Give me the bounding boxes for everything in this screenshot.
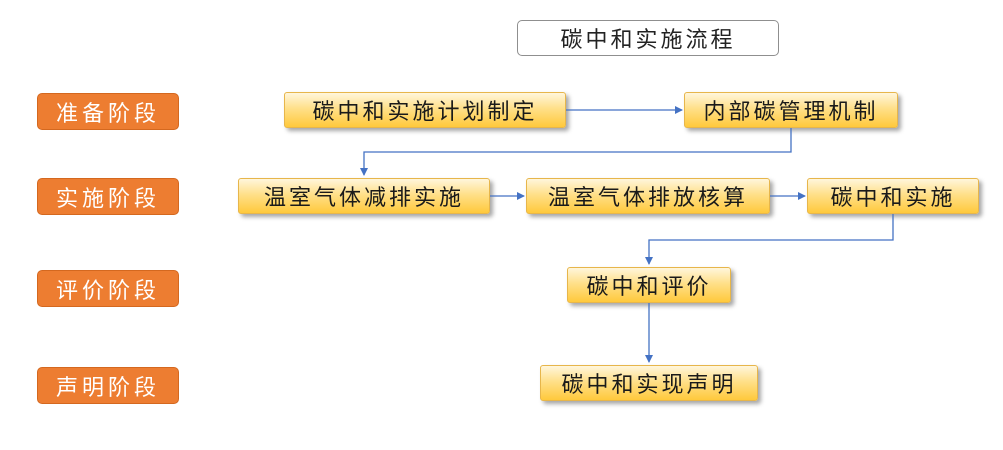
edge-internal-mechanism-to-ghg-reduction [360,128,792,176]
diagram-title: 碳中和实施流程 [517,20,779,56]
stage-label-declaration: 声明阶段 [37,367,179,404]
edge-neutral-implementation-to-evaluation [645,214,894,265]
node-declaration: 碳中和实现声明 [540,365,758,401]
node-neutral-implementation: 碳中和实施 [807,178,979,214]
stage-label-implementation: 实施阶段 [37,178,179,215]
node-plan: 碳中和实施计划制定 [284,92,566,128]
node-ghg-accounting: 温室气体排放核算 [526,178,770,214]
stage-label-evaluation: 评价阶段 [37,270,179,307]
node-internal-mechanism: 内部碳管理机制 [684,92,898,128]
node-ghg-reduction: 温室气体减排实施 [238,178,490,214]
node-evaluation: 碳中和评价 [567,267,731,303]
stage-label-preparation: 准备阶段 [37,93,179,130]
